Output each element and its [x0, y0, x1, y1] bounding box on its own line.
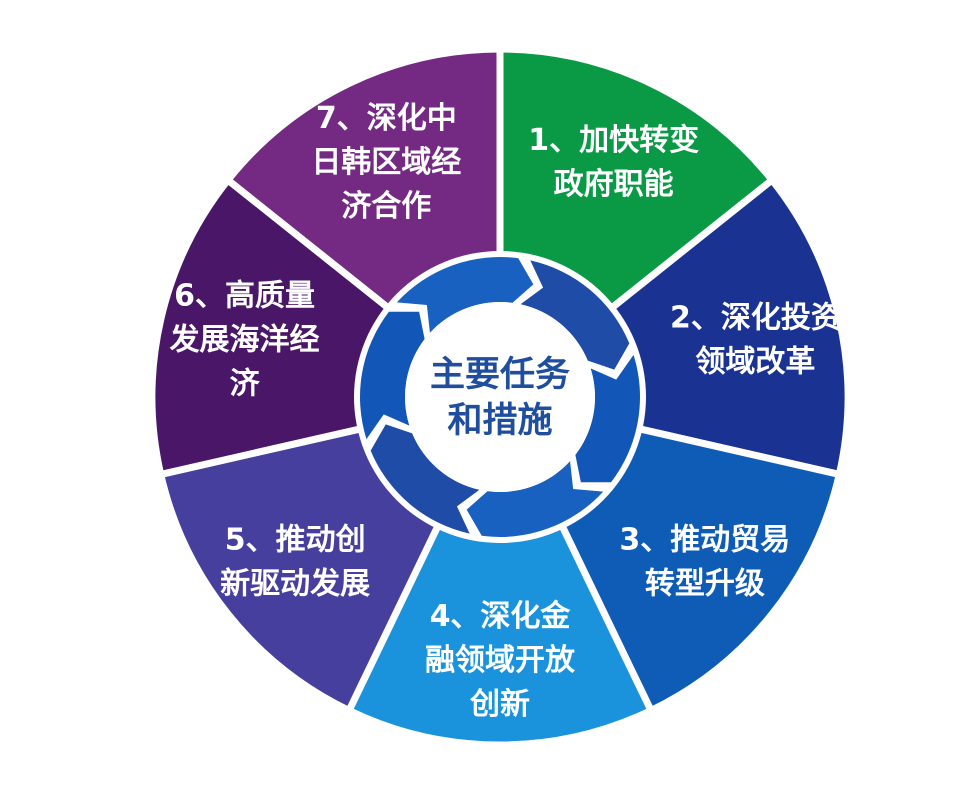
center-title-line: 主要任务	[430, 355, 570, 395]
segment-label-line: 日韩区域经	[311, 145, 461, 180]
ring-arrow-6	[396, 257, 534, 333]
segment-label-line: 6、高质量	[174, 279, 315, 314]
segment-label-line: 创新	[469, 687, 530, 722]
ring-arrow-4	[370, 424, 480, 534]
wheel-segments	[148, 45, 852, 749]
ring-arrow-5	[360, 311, 425, 440]
segment-label-line: 2、深化投资	[670, 301, 841, 336]
ring-arrow-2	[575, 354, 640, 483]
ring-arrow-1	[520, 260, 630, 370]
segment-label-line: 转型升级	[645, 566, 765, 601]
segment-label-line: 1、加快转变	[528, 123, 699, 158]
segment-label-line: 政府职能	[554, 167, 674, 202]
segment-label-line: 5、推动创	[225, 522, 366, 557]
segment-label-line: 4、深化金	[430, 599, 572, 634]
center-title-line: 和措施	[447, 401, 552, 441]
segment-label-line: 发展海洋经	[169, 323, 320, 358]
segment-label-line: 领域改革	[695, 345, 815, 380]
segment-label-line: 济合作	[341, 189, 431, 224]
segment-label-line: 3、推动贸易	[619, 522, 790, 557]
center-disc	[405, 302, 595, 492]
segment-label-line: 新驱动发展	[220, 566, 370, 601]
segment-label-line: 济	[230, 367, 261, 402]
segment-label-line: 7、深化中	[316, 101, 457, 136]
ring-arrow-3	[466, 461, 604, 538]
segment-label-line: 融领域开放	[425, 643, 576, 678]
